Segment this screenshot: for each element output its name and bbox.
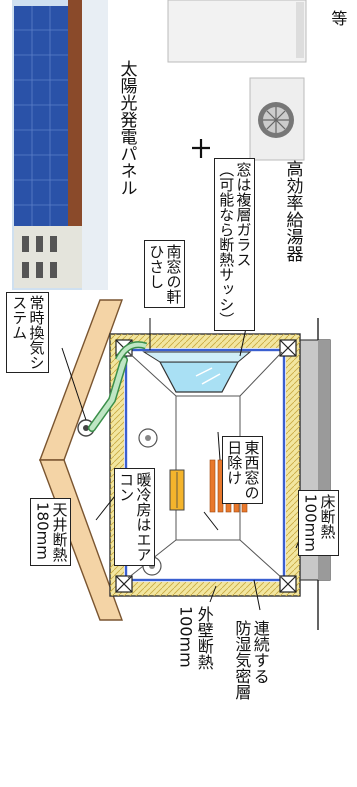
air-conditioner-icon xyxy=(169,469,185,511)
label-ventilation: 常時換気シ ステム xyxy=(6,292,49,373)
wall-line-2: 100mm xyxy=(176,606,196,668)
ceiling-line-1: 天井断熱 xyxy=(50,502,69,562)
plus-icon xyxy=(192,139,210,158)
window-line-1: 窓は複層ガラス xyxy=(234,162,253,267)
shade-line-1: 東西窓の xyxy=(242,440,261,500)
heating-line-1: 暖冷房はエア xyxy=(134,472,153,562)
ventilation-line-2: ステム xyxy=(10,295,29,340)
ventilation-line-1: 常時換気シ xyxy=(27,295,46,370)
label-heating-cooling: 暖冷房はエア コン xyxy=(114,468,155,566)
label-etc: 等 xyxy=(328,10,348,26)
label-eaves: 南窓の軒 ひさし xyxy=(144,240,185,308)
heating-line-2: コン xyxy=(117,472,136,502)
label-vapor-barrier: 連続する 防湿気密層 xyxy=(232,620,269,700)
solar-panel-photo xyxy=(12,0,108,290)
floor-line-2: 100mm xyxy=(301,494,320,552)
duct-icon xyxy=(88,341,148,432)
label-floor-insulation: 床断熱 100mm xyxy=(298,490,339,556)
label-heat-pump: 高効率給湯器 xyxy=(282,160,303,262)
vapor-line-2: 防湿気密層 xyxy=(232,620,252,700)
eaves-line-1: 南窓の軒 xyxy=(164,244,183,304)
label-east-west-shade: 東西窓の 日除け xyxy=(222,436,263,504)
label-wall-insulation: 外壁断熱 100mm xyxy=(176,606,213,670)
eaves-line-2: ひさし xyxy=(147,244,166,289)
label-window-glass: 窓は複層ガラス （可能なら断熱サッシ） xyxy=(214,158,255,331)
window-icon xyxy=(142,351,252,393)
vapor-barrier-line xyxy=(124,348,286,582)
wall-line-1: 外壁断熱 xyxy=(194,606,214,670)
ceiling-line-2: 180mm xyxy=(33,502,52,560)
window-line-2: （可能なら断熱サッシ） xyxy=(217,162,236,327)
label-ceiling-insulation: 天井断熱 180mm xyxy=(30,498,71,566)
floor-line-1: 床断熱 xyxy=(318,494,337,539)
heat-pump-unit-icon xyxy=(167,0,307,63)
vapor-line-1: 連続する xyxy=(250,620,270,684)
water-heater-outdoor-unit-icon xyxy=(249,77,305,161)
label-solar-panel: 太陽光発電パネル xyxy=(116,60,137,196)
shade-line-2: 日除け xyxy=(225,440,244,485)
